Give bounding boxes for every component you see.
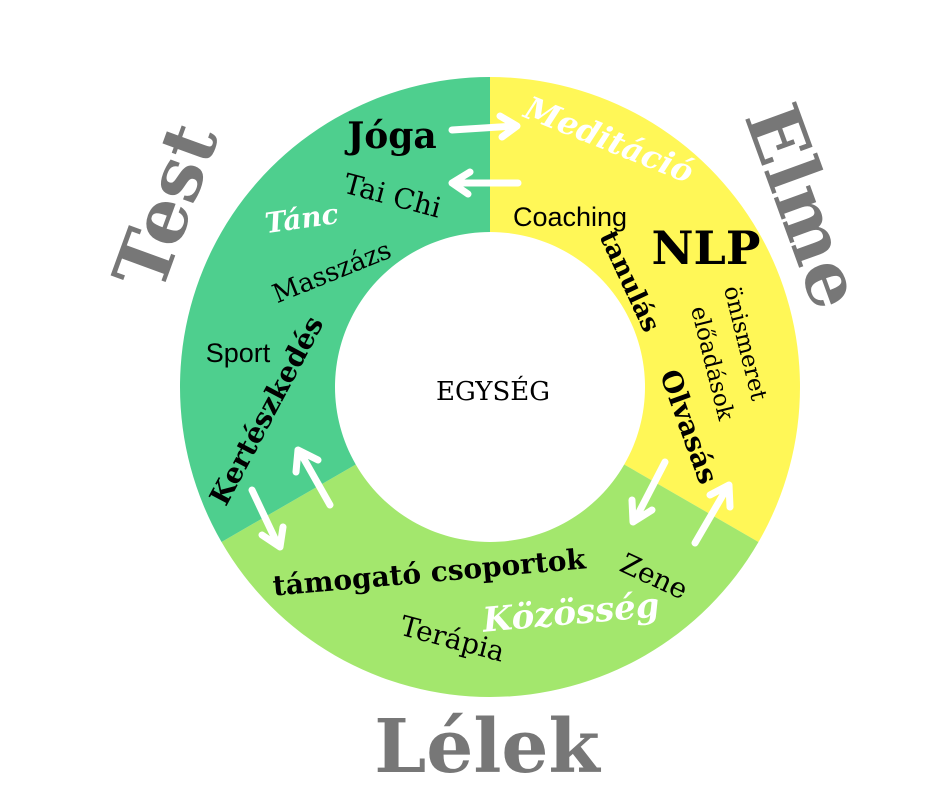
heading-lelek: Lélek — [374, 704, 601, 788]
segment-elme — [490, 77, 800, 542]
arrow-lelek-to-test — [292, 446, 334, 509]
segment-test — [179, 77, 490, 542]
item-nlp: NLP — [652, 221, 761, 275]
center-label: EGYSÉG — [436, 375, 550, 407]
arrow-elme-to-test — [448, 168, 522, 198]
arrow-lelek-to-elme — [691, 481, 734, 547]
item-sport: Sport — [206, 338, 271, 368]
arrow-elme-to-lelek — [628, 458, 669, 526]
donut-ring — [179, 77, 800, 697]
segment-lelek — [221, 464, 759, 697]
arrow-test-to-lelek — [248, 486, 287, 551]
arrow-test-to-elme — [448, 112, 521, 141]
item-coaching: Coaching — [513, 202, 627, 232]
item-joga: Jóga — [344, 115, 437, 157]
